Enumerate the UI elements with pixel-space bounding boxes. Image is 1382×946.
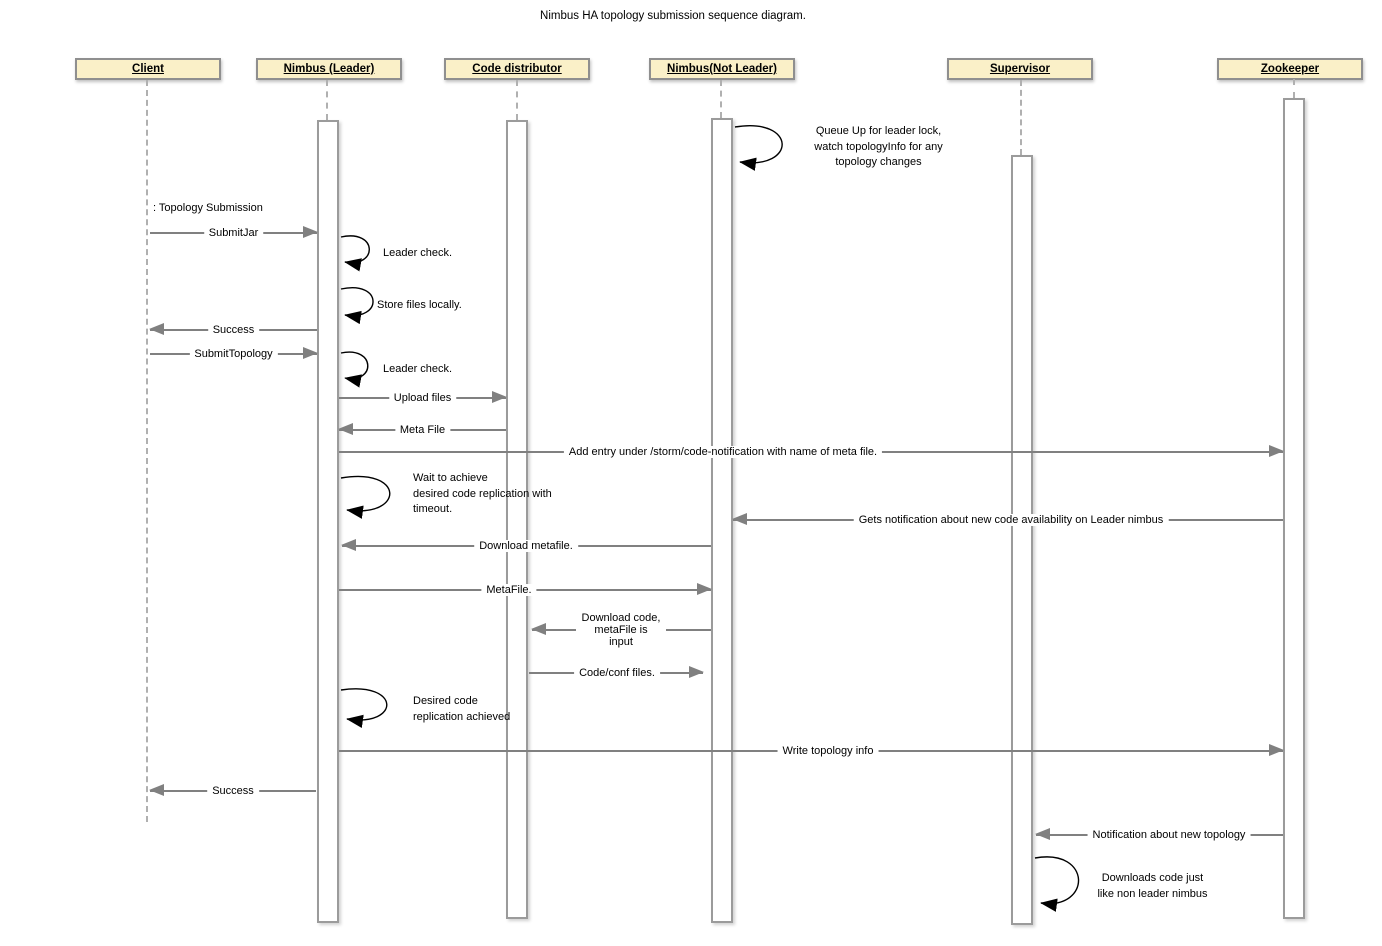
note-leader-check-2: Leader check. xyxy=(383,363,453,375)
note-store-files: Store files locally. xyxy=(377,299,462,311)
message-label: Code/conf files. xyxy=(574,667,660,679)
actor-supervisor-label: Supervisor xyxy=(989,63,1051,75)
diagram-title: Nimbus HA topology submission sequence d… xyxy=(540,10,806,22)
note-downloads-code: Downloads code just like non leader nimb… xyxy=(1097,872,1208,900)
lifeline-code-distributor xyxy=(516,80,518,120)
message-label: Notification about new topology xyxy=(1087,829,1251,841)
message-label: Success xyxy=(207,785,259,797)
arrowhead-right-icon xyxy=(303,347,318,359)
activation-nimbus-not-leader xyxy=(711,118,733,923)
lifeline-client xyxy=(146,80,148,822)
arrowhead-left-icon xyxy=(338,423,353,435)
arrowhead-right-icon xyxy=(303,226,318,238)
lifeline-supervisor xyxy=(1020,80,1022,155)
note-leader-check-1: Leader check. xyxy=(383,247,453,259)
self-loop-downloads-code xyxy=(1034,856,1080,912)
actor-client-label: Client xyxy=(132,63,164,75)
message-label: Add entry under /storm/code-notification… xyxy=(563,446,883,458)
self-loop-queue-up xyxy=(734,125,783,171)
actor-nimbus-not-leader-label: Nimbus(Not Leader) xyxy=(667,63,777,75)
arrowhead-left-icon xyxy=(1035,828,1050,840)
actor-nimbus-leader-label: Nimbus (Leader) xyxy=(283,63,375,75)
message-label: SubmitTopology xyxy=(189,348,278,360)
actor-zookeeper: Zookeeper xyxy=(1217,58,1363,80)
message-label: Meta File xyxy=(394,424,451,436)
note-queue-up: Queue Up for leader lock, watch topology… xyxy=(814,125,943,168)
message-label: Download code, metaFile is input xyxy=(576,612,666,648)
note-topology-submission: : Topology Submission xyxy=(153,202,263,214)
lifeline-nimbus-leader xyxy=(326,80,328,120)
message-label: Write topology info xyxy=(777,745,879,757)
self-loop-wait-replication xyxy=(340,475,391,519)
actor-supervisor: Supervisor xyxy=(947,58,1093,80)
message-label: Success xyxy=(207,324,260,336)
arrowhead-left-icon xyxy=(341,539,356,551)
arrowhead-right-icon xyxy=(689,666,704,678)
self-loop-leader-check-1 xyxy=(340,235,370,272)
arrowhead-right-icon xyxy=(1269,744,1284,756)
activation-supervisor xyxy=(1011,155,1033,925)
self-loop-leader-check-2 xyxy=(340,351,369,388)
self-loop-desired-replication xyxy=(340,688,388,728)
arrowhead-left-icon xyxy=(149,323,164,335)
activation-nimbus-leader xyxy=(317,120,339,923)
note-desired-replication: Desired code replication achieved xyxy=(413,695,511,723)
actor-code-distributor: Code distributor xyxy=(444,58,590,80)
activation-code-distributor xyxy=(506,120,528,919)
lifeline-nimbus-not-leader xyxy=(720,80,722,118)
arrowhead-right-icon xyxy=(697,583,712,595)
message-label: Upload files xyxy=(388,392,457,404)
self-loop-store-files xyxy=(340,287,374,325)
lifeline-zookeeper xyxy=(1293,79,1295,98)
arrowhead-right-icon xyxy=(492,391,507,403)
actor-nimbus-leader: Nimbus (Leader) xyxy=(256,58,402,80)
arrowhead-left-icon xyxy=(531,623,546,635)
note-wait-replication: Wait to achieve desired code replication… xyxy=(413,472,552,515)
actor-nimbus-not-leader: Nimbus(Not Leader) xyxy=(649,58,795,80)
actor-zookeeper-label: Zookeeper xyxy=(1260,63,1320,75)
message-label: Download metafile. xyxy=(474,540,578,552)
actor-code-distributor-label: Code distributor xyxy=(472,63,562,75)
message-label: Gets notification about new code availab… xyxy=(853,514,1169,526)
activation-zookeeper xyxy=(1283,98,1305,919)
arrowhead-right-icon xyxy=(1269,445,1284,457)
actor-client: Client xyxy=(75,58,221,80)
message-label: SubmitJar xyxy=(203,227,264,239)
arrowhead-left-icon xyxy=(732,513,747,525)
message-label: MetaFile. xyxy=(481,584,537,596)
arrowhead-left-icon xyxy=(149,784,164,796)
